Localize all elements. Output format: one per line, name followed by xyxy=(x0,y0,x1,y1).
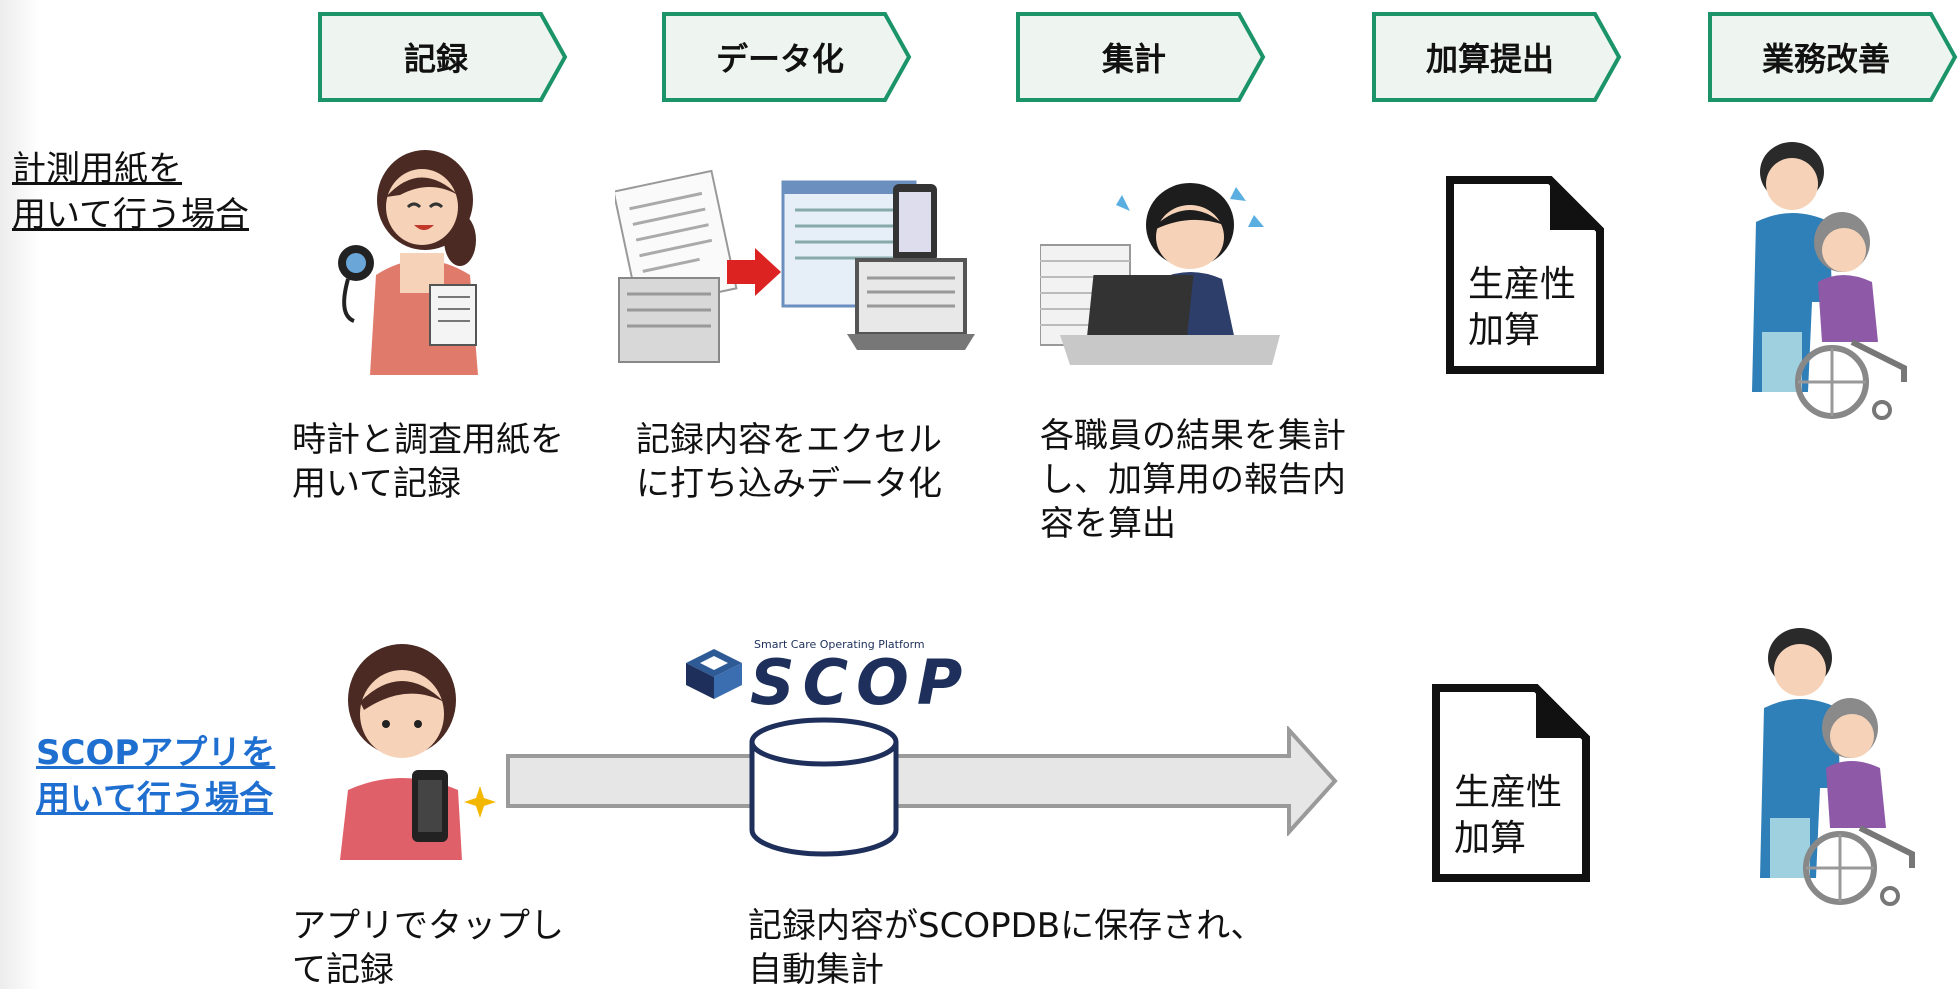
case-app-label-line1[interactable]: SCOPアプリを xyxy=(36,733,276,773)
document-text: 生産性 加算 xyxy=(1468,262,1576,354)
desc-paper-aggregate: 各職員の結果を集計 し、加算用の報告内 容を算出 xyxy=(1040,414,1346,546)
chevron-shape xyxy=(1708,12,1958,102)
chevron-shape xyxy=(1016,12,1266,102)
desc-line: アプリでタップし xyxy=(292,906,564,946)
productivity-document-app: 生産性 加算 xyxy=(1432,684,1590,882)
document-text-line2: 加算 xyxy=(1468,310,1541,351)
woman-stopwatch-illustration xyxy=(338,150,478,375)
chevron-shape xyxy=(1372,12,1622,102)
desc-app-record: アプリでタップし て記録 xyxy=(292,904,564,992)
flow-arrow xyxy=(506,726,1338,836)
case-paper-label-line2: 用いて行う場合 xyxy=(12,195,249,235)
document-text-line2: 加算 xyxy=(1454,818,1527,859)
desc-line: 自動集計 xyxy=(748,950,884,990)
desc-paper-digitize: 記録内容をエクセル に打ち込みデータ化 xyxy=(636,418,942,506)
chevron-shape xyxy=(318,12,568,102)
step-label: 業務改善 xyxy=(1761,40,1890,78)
case-paper-label-line1: 計測用紙を xyxy=(12,149,182,189)
chevron-shape xyxy=(662,12,912,102)
desc-line: 各職員の結果を集計 xyxy=(1040,416,1346,456)
document-text: 生産性 加算 xyxy=(1454,770,1562,862)
step-record: 記録 xyxy=(318,12,568,102)
staff-aggregating-illustration xyxy=(1040,183,1280,365)
scop-logo-icon xyxy=(686,649,742,699)
desc-line: 記録内容をエクセル xyxy=(636,420,942,460)
step-digitize: データ化 xyxy=(662,12,912,102)
desc-line: 記録内容がSCOPDBに保存され、 xyxy=(748,906,1265,946)
document-text-line1: 生産性 xyxy=(1454,772,1563,813)
step-label: データ化 xyxy=(715,40,844,78)
case-app-label[interactable]: SCOPアプリを 用いて行う場合 xyxy=(36,730,275,822)
step-aggregate: 集計 xyxy=(1016,12,1266,102)
desc-line: し、加算用の報告内 xyxy=(1040,460,1346,500)
case-app-label-line2[interactable]: 用いて行う場合 xyxy=(36,779,273,819)
case-paper-label: 計測用紙を 用いて行う場合 xyxy=(12,146,249,238)
step-label: 記録 xyxy=(403,40,468,78)
caregiver-wheelchair-illustration xyxy=(1760,628,1915,906)
desc-app-auto: 記録内容がSCOPDBに保存され、 自動集計 xyxy=(748,904,1264,992)
woman-smartphone-illustration xyxy=(340,644,496,860)
scop-tagline: Smart Care Operating Platform xyxy=(754,638,925,651)
desc-line: 用いて記録 xyxy=(292,464,461,504)
database-icon xyxy=(749,717,899,857)
desc-paper-record: 時計と調査用紙を 用いて記録 xyxy=(292,418,564,506)
left-gradient xyxy=(0,0,40,989)
step-submit: 加算提出 xyxy=(1372,12,1622,102)
document-text-line1: 生産性 xyxy=(1468,264,1577,305)
documents-to-computer-illustration xyxy=(615,169,975,363)
desc-line: 容を算出 xyxy=(1040,504,1176,544)
step-label: 加算提出 xyxy=(1425,40,1554,78)
document-icon xyxy=(1432,684,1590,882)
productivity-document-paper: 生産性 加算 xyxy=(1446,176,1604,374)
caregiver-wheelchair-illustration xyxy=(1752,142,1907,420)
step-label: 集計 xyxy=(1101,40,1166,78)
desc-line: て記録 xyxy=(292,950,394,990)
document-icon xyxy=(1446,176,1604,374)
desc-line: に打ち込みデータ化 xyxy=(636,464,942,504)
desc-line: 時計と調査用紙を xyxy=(292,420,564,460)
scop-wordmark: SCOP xyxy=(750,646,971,719)
step-improve: 業務改善 xyxy=(1708,12,1958,102)
